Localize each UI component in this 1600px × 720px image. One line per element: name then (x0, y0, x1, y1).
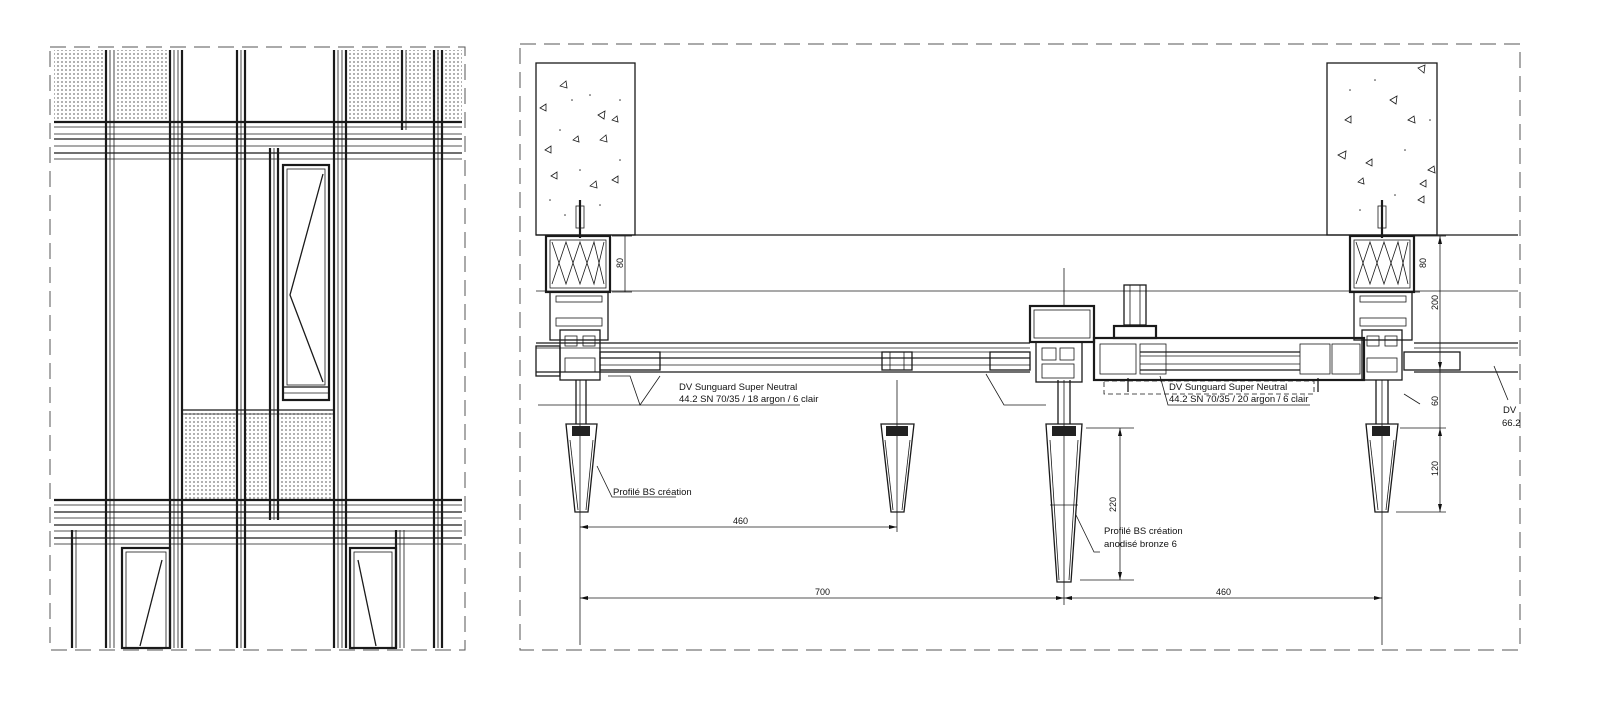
door-lower-left (120, 546, 172, 650)
door-lower-right (348, 546, 398, 650)
profile-label-center-line1: Profilé BS création (1104, 526, 1183, 537)
glass-spec-right-line1: DV Sunguard Super Neutral (1169, 382, 1287, 393)
profile-label-left: Profilé BS création (613, 487, 692, 498)
dim-120: 120 (1430, 461, 1440, 476)
dim-60: 60 (1430, 396, 1440, 406)
dim-700: 700 (815, 587, 830, 597)
opening-window-upper (281, 163, 331, 402)
glazing-left (535, 342, 1031, 406)
glass-spec-left-line1: DV Sunguard Super Neutral (679, 382, 797, 393)
fin-left (565, 380, 598, 513)
perforated-panels (54, 50, 462, 500)
section-frame (519, 43, 1521, 651)
dim-200: 200 (1430, 295, 1440, 310)
dim-220: 220 (1108, 497, 1118, 512)
mullions (70, 50, 444, 648)
leader-lines (596, 375, 1421, 553)
dim-80-right: 80 (1418, 258, 1428, 268)
cut-label-right-line1: DV (1503, 405, 1517, 416)
dim-80-left: 80 (615, 258, 625, 268)
section-detail: DV Sunguard Super Neutral 44.2 SN 70/35 … (519, 43, 1521, 651)
glazing-right (1403, 342, 1518, 401)
axis-lines (579, 380, 1383, 645)
fin-right (1365, 380, 1399, 513)
dimension-lines (580, 235, 1446, 600)
fin-mid-left (880, 423, 915, 513)
anchor-bolts (575, 200, 1387, 238)
upper-transom (54, 120, 462, 160)
glass-spec-left-line2: 44.2 SN 70/35 / 18 argon / 6 clair (679, 394, 818, 405)
glass-spec-right-line2: 44.2 SN 70/35 / 20 argon / 6 clair (1169, 394, 1308, 405)
profile-label-center-line2: anodisé bronze 6 (1104, 539, 1177, 550)
facade-elevation (49, 46, 466, 651)
fin-center (1045, 380, 1083, 583)
dim-460-top: 460 (733, 516, 748, 526)
sliding-window-block (985, 268, 1366, 406)
lower-transom (54, 498, 462, 545)
elevation-frame (49, 46, 466, 651)
dim-460-bottom: 460 (1216, 587, 1231, 597)
concrete-wall-left (535, 62, 636, 236)
cut-label-right-line2: 66.2 (1502, 418, 1521, 429)
